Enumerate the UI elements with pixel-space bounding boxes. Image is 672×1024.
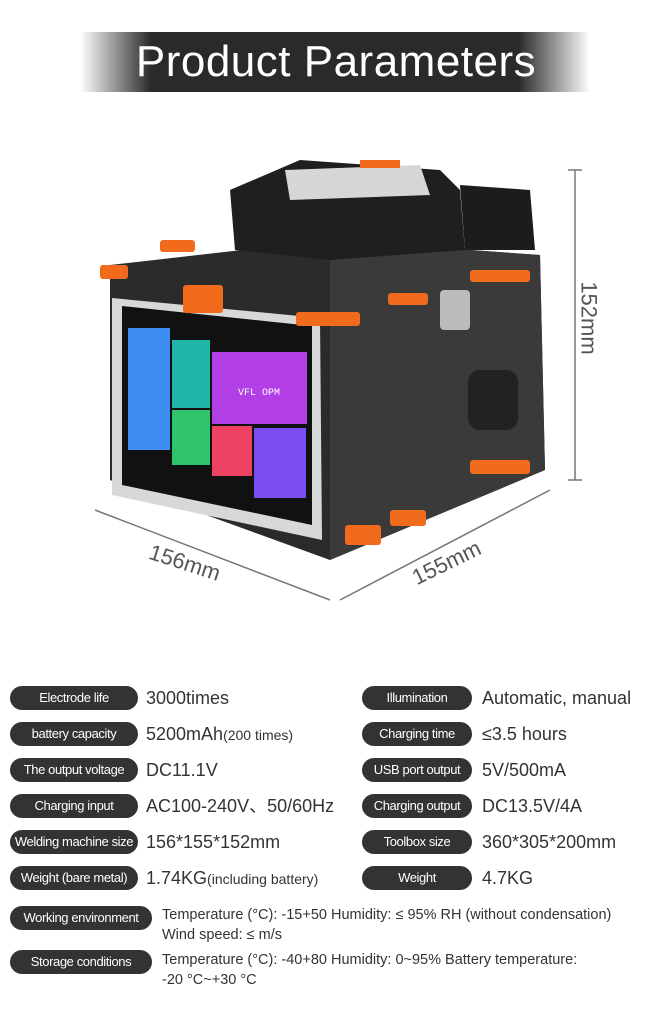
- value-text: AC100-240V、50/60Hz: [146, 796, 335, 816]
- value-note: (including battery): [207, 871, 319, 887]
- spec-value-electrode-life: 3000times: [146, 686, 229, 710]
- spec-label-welding-machine-size: Welding machine size: [10, 830, 138, 854]
- spec-label-weight: Weight: [362, 866, 472, 890]
- spec-value-charging-time: ≤3.5 hours: [482, 724, 567, 744]
- value-note: (200 times): [223, 727, 294, 743]
- spec-value-toolbox-size: 360*305*200mm: [482, 832, 617, 852]
- env-line: Temperature (°C): -40+80 Humidity: 0~95%…: [162, 952, 578, 968]
- value-text: 3000times: [146, 688, 230, 708]
- spec-value-storage-conditions: Temperature (°C): -40+80 Humidity: 0~95%…: [162, 950, 577, 990]
- spec-value-charging-input: AC100-240V、50/60Hz: [146, 794, 334, 818]
- spec-value-usb-port-output: 5V/500mA: [482, 760, 567, 780]
- spec-label-battery-capacity: battery capacity: [10, 722, 138, 746]
- spec-label-illumination: Illumination: [362, 686, 472, 710]
- value-text: 156*155*152mm: [146, 832, 281, 852]
- spec-label-storage-conditions: Storage conditions: [10, 950, 152, 974]
- screen-tile-vfl-opm: VFL OPM: [238, 388, 280, 399]
- spec-label-toolbox-size: Toolbox size: [362, 830, 472, 854]
- value-text: 1.74KG: [146, 868, 208, 888]
- spec-value-weight: 4.7KG: [482, 868, 534, 888]
- spec-label-electrode-life: Electrode life: [10, 686, 138, 710]
- spec-label-charging-time: Charging time: [362, 722, 472, 746]
- dimension-height: 152mm: [576, 281, 602, 355]
- spec-label-weight-bare-metal: Weight (bare metal): [10, 866, 138, 890]
- title-banner: [80, 32, 590, 92]
- spec-value-battery-capacity: 5200mAh(200 times): [146, 722, 293, 747]
- page-title: Product Parameters: [135, 37, 537, 86]
- spec-value-working-environment: Temperature (°C): -15+50 Humidity: ≤ 95%…: [162, 905, 611, 945]
- spec-label-working-environment: Working environment: [10, 906, 152, 930]
- spec-label-charging-output: Charging output: [362, 794, 472, 818]
- env-line: -20 °C~+30 °C: [162, 972, 257, 988]
- spec-value-output-voltage: DC11.1V: [146, 758, 218, 782]
- value-text: DC11.1V: [146, 760, 218, 780]
- env-line: Wind speed: ≤ m/s: [162, 927, 282, 943]
- env-line: Temperature (°C): -15+50 Humidity: ≤ 95%…: [162, 907, 612, 923]
- spec-value-illumination: Automatic, manual: [482, 688, 632, 708]
- fusion-splicer-image: VFL OPM: [94, 160, 582, 601]
- spec-value-welding-machine-size: 156*155*152mm: [146, 830, 280, 854]
- spec-label-usb-port-output: USB port output: [362, 758, 472, 782]
- value-text: 5200mAh: [146, 724, 224, 744]
- spec-value-charging-output: DC13.5V/4A: [482, 796, 583, 816]
- spec-value-weight-bare-metal: 1.74KG(including battery): [146, 866, 318, 891]
- spec-label-charging-input: Charging input: [10, 794, 138, 818]
- spec-label-output-voltage: The output voltage: [10, 758, 138, 782]
